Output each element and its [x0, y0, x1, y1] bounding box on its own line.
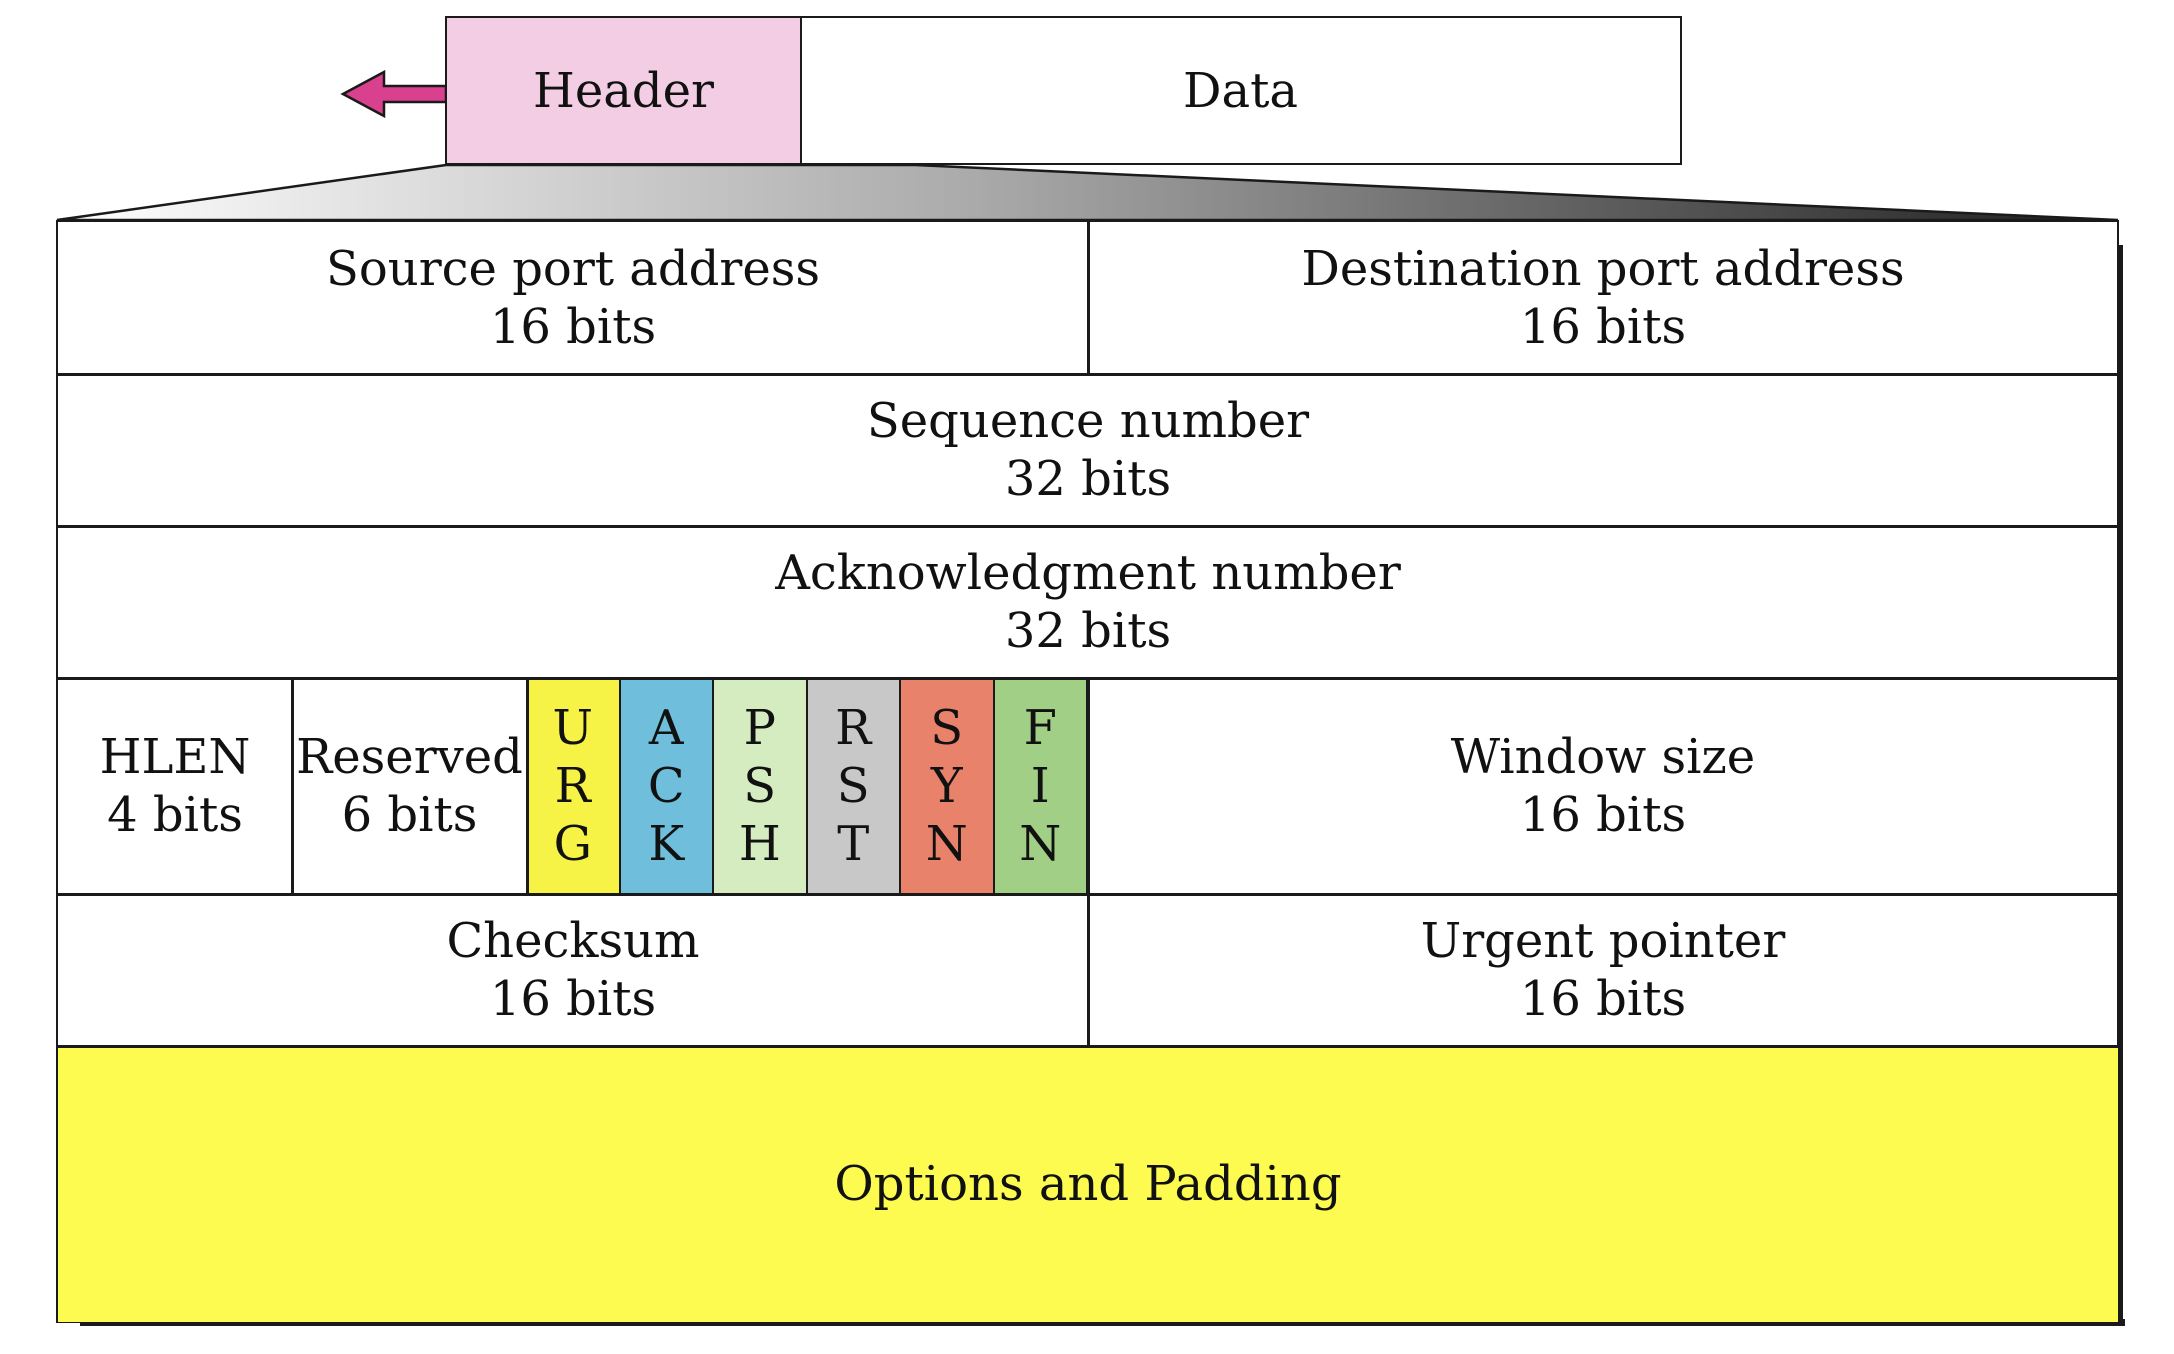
flag-letter: P	[743, 700, 776, 756]
tcp-segment: Header Data	[445, 16, 1682, 165]
flag-letter: R	[554, 758, 591, 814]
checksum-bits: 16 bits	[489, 971, 657, 1027]
sequence-bits: 32 bits	[1004, 451, 1172, 507]
hlen-bits: 4 bits	[107, 787, 243, 843]
flag-letter: G	[553, 816, 592, 872]
header-block: Header	[447, 18, 802, 163]
flag-letter: N	[925, 816, 968, 872]
sequence-label: Sequence number	[866, 393, 1310, 449]
window-size-field: Window size 16 bits	[1088, 678, 2118, 894]
flag-letter: A	[648, 700, 684, 756]
flag-letter: H	[738, 816, 781, 872]
header-label: Header	[533, 62, 714, 119]
urgent-bits: 16 bits	[1519, 971, 1687, 1027]
reserved-label: Reserved	[296, 729, 523, 785]
hlen-field: HLEN 4 bits	[58, 678, 292, 894]
source-port-label: Source port address	[326, 241, 820, 297]
options-label: Options and Padding	[834, 1156, 1342, 1212]
data-block: Data	[802, 18, 1679, 163]
reserved-bits: 6 bits	[341, 787, 478, 843]
left-arrow-icon	[340, 69, 448, 119]
expansion-funnel	[56, 163, 2119, 222]
column-divider	[291, 678, 294, 894]
dest-port-label: Destination port address	[1301, 241, 1905, 297]
ack-number-field: Acknowledgment number 32 bits	[58, 526, 2118, 678]
flag-letter: U	[552, 700, 593, 756]
checksum-label: Checksum	[446, 913, 700, 969]
table-shadow-right	[2116, 245, 2123, 1326]
urgent-label: Urgent pointer	[1420, 913, 1786, 969]
flag-letter: S	[836, 758, 870, 814]
hlen-label: HLEN	[99, 729, 251, 785]
flag-letter: C	[647, 758, 685, 814]
data-label: Data	[1182, 62, 1298, 119]
column-divider	[1087, 678, 1090, 1046]
reserved-field: Reserved 6 bits	[292, 678, 527, 894]
flag-letter: K	[648, 816, 685, 872]
window-bits: 16 bits	[1519, 787, 1687, 843]
flag-letter: R	[835, 700, 872, 756]
column-divider	[1087, 222, 1090, 374]
tcp-header-table: Source port address 16 bits Destination …	[56, 220, 2119, 1323]
flag-letter: S	[930, 700, 964, 756]
flag-letter: I	[1030, 758, 1050, 814]
options-padding-field: Options and Padding	[58, 1046, 2118, 1322]
dest-port-field: Destination port address 16 bits	[1088, 222, 2118, 374]
ack-label: Acknowledgment number	[775, 545, 1401, 601]
urgent-pointer-field: Urgent pointer 16 bits	[1088, 894, 2118, 1046]
row-divider	[58, 1045, 2118, 1048]
row-divider	[58, 373, 2118, 376]
source-port-field: Source port address 16 bits	[58, 222, 1088, 374]
ack-bits: 32 bits	[1004, 603, 1172, 659]
source-port-bits: 16 bits	[489, 299, 657, 355]
flag-letter: S	[743, 758, 777, 814]
row-divider	[58, 525, 2118, 528]
checksum-field: Checksum 16 bits	[58, 894, 1088, 1046]
flag-letter: T	[837, 816, 870, 872]
sequence-number-field: Sequence number 32 bits	[58, 374, 2118, 526]
flag-letter: Y	[930, 758, 963, 814]
dest-port-bits: 16 bits	[1519, 299, 1687, 355]
column-divider	[526, 678, 529, 894]
flag-letter: N	[1019, 816, 1062, 872]
window-label: Window size	[1450, 729, 1756, 785]
flag-letter: F	[1023, 700, 1057, 756]
